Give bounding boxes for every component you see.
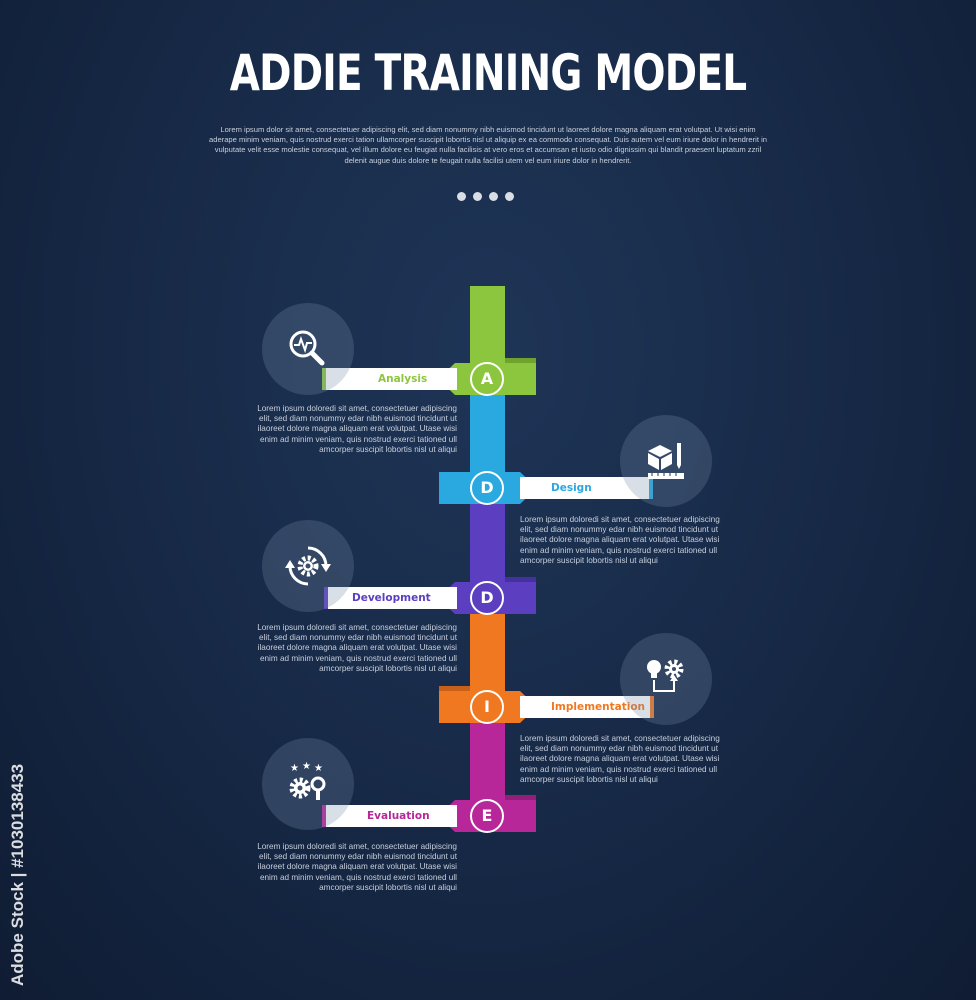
bulb-gear-icon (647, 659, 684, 692)
svg-text:★: ★ (290, 763, 299, 774)
tab-fold-evaluation (505, 795, 536, 800)
label-edge-design (649, 477, 653, 499)
dot (505, 192, 514, 201)
step-desc-implementation: Lorem ipsum doloredi sit amet, consectet… (520, 734, 720, 784)
step-letter-evaluation: E (481, 806, 493, 825)
step-label-analysis: Analysis (378, 373, 428, 385)
step-desc-design: Lorem ipsum doloredi sit amet, consectet… (520, 515, 720, 565)
label-box-development (324, 587, 457, 609)
icon-circle-design (620, 415, 712, 507)
step-letter-analysis: A (480, 369, 494, 388)
gear-cycle-icon (285, 546, 331, 586)
icon-circle-analysis (262, 303, 354, 395)
step-badge-design (470, 471, 504, 505)
step-letter-design: D (480, 478, 494, 497)
page-title: ADDIE TRAINING MODEL (229, 44, 747, 102)
step-label-evaluation: Evaluation (367, 810, 430, 822)
step-letter-implementation: I (484, 697, 490, 716)
step-desc-analysis: Lorem ipsum doloredi sit amet, consectet… (257, 404, 457, 454)
tab-fold-development (505, 577, 536, 582)
label-edge-evaluation (322, 805, 326, 827)
stars-gear-search-icon: ★ ★ ★ (289, 761, 326, 800)
dot (489, 192, 498, 201)
label-edge-implementation (650, 696, 654, 718)
svg-text:★: ★ (314, 763, 323, 774)
pagination-dots (457, 192, 514, 201)
magnifier-pulse-icon (289, 330, 325, 366)
step-desc-development: Lorem ipsum doloredi sit amet, consectet… (257, 623, 457, 673)
label-box-design (520, 477, 653, 499)
label-box-implementation (520, 696, 654, 718)
icon-circle-implementation (620, 633, 712, 725)
label-box-evaluation (322, 805, 457, 827)
dot (473, 192, 482, 201)
step-letter-development: D (480, 588, 494, 607)
step-label-design: Design (551, 482, 592, 494)
cube-ruler-pencil-icon (648, 443, 684, 479)
step-desc-evaluation: Lorem ipsum doloredi sit amet, consectet… (257, 842, 457, 892)
watermark-text: Adobe Stock | #1030138433 (8, 763, 27, 986)
step-badge-implementation (470, 690, 504, 724)
intro-text: Lorem ipsum dolor sit amet, consectetuer… (209, 125, 767, 165)
label-box-analysis (322, 368, 457, 390)
step-badge-evaluation (470, 799, 504, 833)
dot (457, 192, 466, 201)
step-badge-development (470, 581, 504, 615)
svg-text:★: ★ (302, 761, 311, 772)
step-badge-analysis (470, 362, 504, 396)
icon-circle-development (262, 520, 354, 612)
step-label-implementation: Implementation (551, 701, 646, 713)
label-edge-analysis (322, 368, 326, 390)
label-edge-development (324, 587, 328, 609)
step-label-development: Development (352, 592, 431, 604)
tab-fold-implementation (439, 686, 470, 691)
tab-fold-analysis (505, 358, 536, 363)
icon-circle-evaluation: ★ ★ ★ (262, 738, 354, 830)
